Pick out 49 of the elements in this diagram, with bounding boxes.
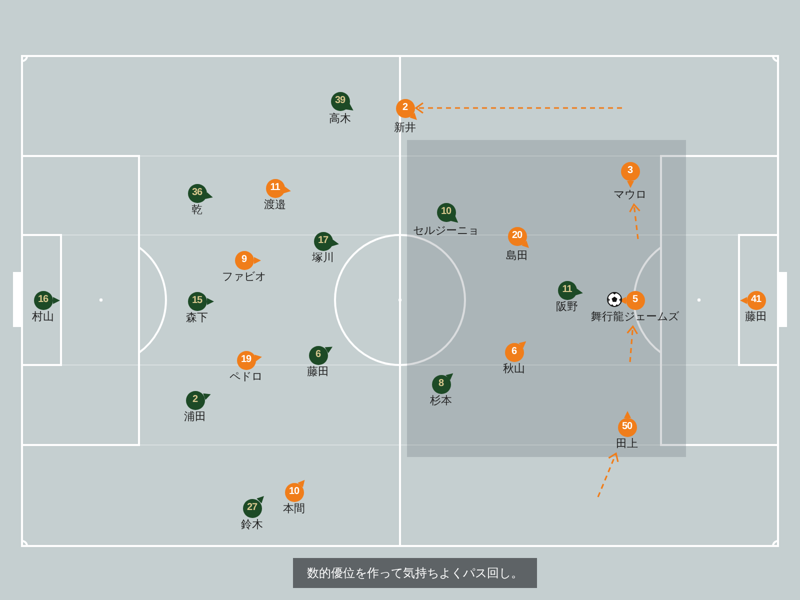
player-marker: 19 [236,350,256,370]
player-name: 島田 [506,250,528,263]
player-name: 森下 [186,312,208,324]
player-marker: 10 [436,202,456,222]
player-name: 新井 [394,122,416,135]
player-name: セルジーニョ [413,224,479,238]
player-marker: 6 [504,342,524,362]
player-name: 田上 [616,438,638,450]
player-name: 村山 [32,310,54,324]
caption: 数的優位を作って気持ちよくパス回し。 [293,558,537,588]
player-name: 藤田 [307,366,329,378]
player-name: 杉本 [430,394,452,408]
player-marker: 5 [626,290,644,310]
player-name: 鈴木 [241,518,263,532]
player-name: 浦田 [184,410,206,424]
movement-arrow [597,452,619,498]
player-name: 阪野 [556,300,578,314]
player-name: 乾 [192,204,202,216]
player-name: マウロ [614,188,646,202]
movement-arrow [629,204,641,240]
player-name: ファビオ [222,270,266,284]
player-name: 舞行龍ジェームズ [591,310,679,324]
player-name: 塚川 [312,252,334,264]
player-marker: 9 [234,250,254,270]
player-name: 渡邉 [264,198,286,212]
player-marker: 2 [186,390,204,410]
player-marker: 36 [188,184,206,202]
player-name: 秋山 [503,362,525,376]
player-name: 高木 [329,112,351,126]
player-name: 本間 [283,502,305,516]
player-marker: 11 [266,178,284,198]
player-marker: 10 [284,482,304,502]
player-marker: 20 [508,226,526,246]
player-marker: 17 [314,232,332,250]
movement-arrow [626,326,638,362]
player-marker: 6 [308,346,328,364]
player-marker: 2 [396,98,414,118]
player-name: 藤田 [745,310,767,324]
player-marker: 16 [34,290,52,310]
player-marker: 27 [242,498,262,518]
player-marker: 39 [330,92,350,110]
player-marker: 50 [618,418,636,436]
player-marker: 8 [432,374,450,394]
movement-arrow [415,102,622,114]
player-name: ペドロ [230,370,262,384]
player-marker: 11 [558,280,576,300]
player-marker: 15 [188,292,206,310]
player-marker: 3 [620,162,640,180]
player-marker: 41 [746,290,766,310]
